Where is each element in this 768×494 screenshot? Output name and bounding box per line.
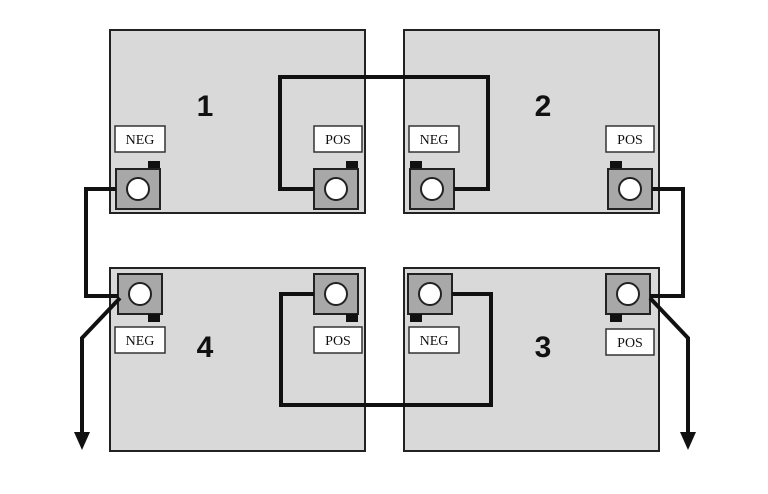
battery-4-pos-label: POS [325,334,351,349]
battery-4-pos-terminal-post [324,282,348,306]
battery-3-neg-label: NEG [420,334,449,349]
battery-3-pos-label-box [605,328,655,356]
battery-4-neg-tab [148,314,160,322]
battery-2-neg-terminal-post [420,177,444,201]
battery-1-neg-tab [148,161,160,169]
battery-2-neg-label-box [408,125,460,153]
battery-2-number: 2 [535,90,552,123]
battery-2-neg-tab [410,161,422,169]
battery-4-pos-tab [346,314,358,322]
battery-2: 2 NEG POS [403,29,660,214]
output-lead-positive [648,296,690,432]
battery-1-neg-terminal-post [126,177,150,201]
output-lead-positive-arrowhead [680,432,696,450]
battery-1-number: 1 [197,90,214,123]
battery-3: 3 NEG POS [403,267,660,452]
battery-1-neg-label: NEG [126,133,155,148]
battery-3-neg-tab [410,314,422,322]
battery-1-pos-tab [346,161,358,169]
battery-3-neg-terminal-post [418,282,442,306]
battery-2-pos-label: POS [617,133,643,148]
wire-battery-1-neg-to-battery-4-neg [84,187,118,298]
battery-2-pos-tab [610,161,622,169]
output-lead-negative-arrowhead [74,432,90,450]
battery-1-pos-label-box [313,125,363,153]
battery-1: 1 NEG POS [109,29,366,214]
output-lead-negative [80,296,122,432]
battery-4-neg-terminal-post [128,282,152,306]
battery-1-pos-label: POS [325,133,351,148]
battery-4-number: 4 [197,331,214,364]
battery-4-pos-label-box [313,326,363,354]
battery-4-pos-terminal [313,273,359,315]
wire-battery-4-pos-to-battery-3-neg [279,292,493,407]
battery-1-neg-label-box [114,125,166,153]
wire-battery-1-pos-to-battery-2-neg [278,75,490,191]
wire-battery-2-pos-to-battery-3-pos [650,187,685,298]
battery-4-neg-label-box [114,326,166,354]
battery-2-neg-label: NEG [420,133,449,148]
battery-2-pos-terminal-post [618,177,642,201]
battery-3-neg-label-box [408,326,460,354]
battery-3-pos-tab [610,314,622,322]
battery-4: 4 NEG POS [109,267,366,452]
battery-2-pos-label-box [605,125,655,153]
battery-1-pos-terminal-post [324,177,348,201]
battery-4-neg-label: NEG [126,334,155,349]
battery-3-number: 3 [535,331,552,364]
battery-3-pos-terminal-post [616,282,640,306]
battery-3-pos-label: POS [617,336,643,351]
